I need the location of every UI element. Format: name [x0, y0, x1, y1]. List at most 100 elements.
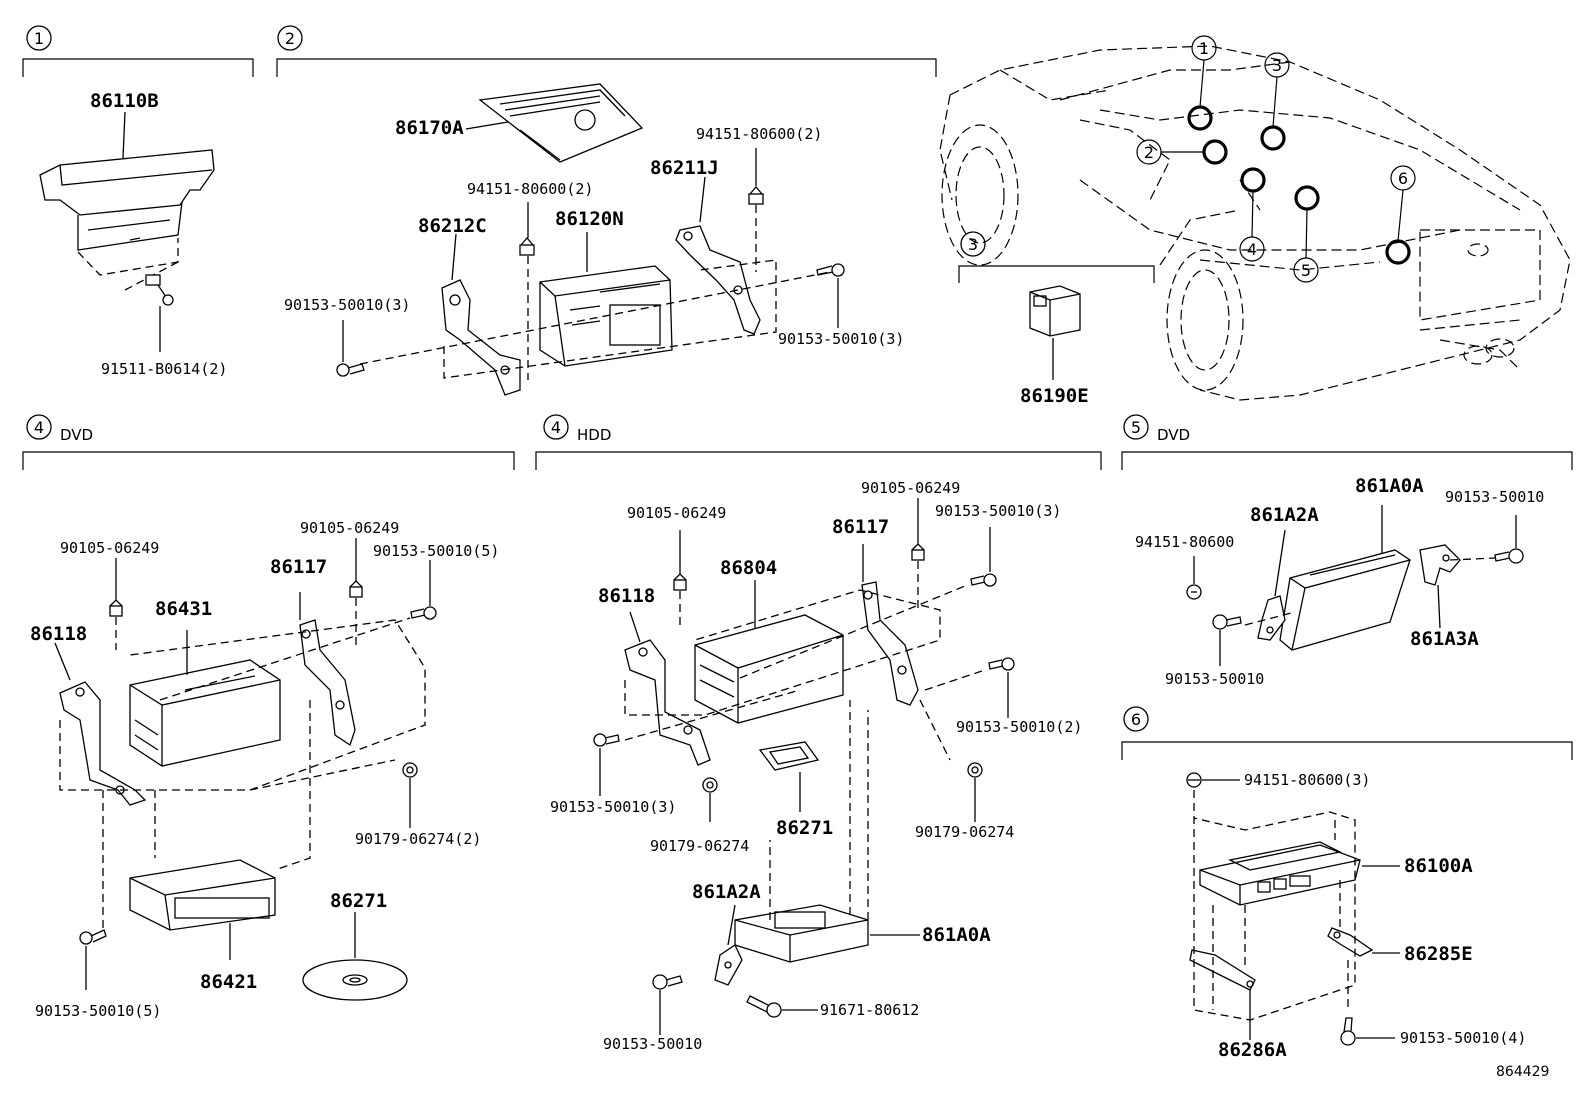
label-90153-50010-2-hdd: 90153-50010(2) [956, 718, 1082, 736]
label-90105-06249-dvd-b: 90105-06249 [300, 519, 399, 537]
bolt-90153-5b-icon [79, 929, 107, 945]
label-90153-50010-s5b: 90153-50010 [1165, 670, 1264, 688]
label-91511-b0614: 91511-B0614(2) [101, 360, 227, 378]
bolt-90153-2a-icon [336, 363, 365, 377]
label-90105-06249-hdd-b: 90105-06249 [861, 479, 960, 497]
location-4-icon [1240, 167, 1266, 193]
leader-86211j [699, 176, 706, 223]
section-4-dvd-parts [54, 538, 437, 1001]
bolt-91671-icon [746, 995, 782, 1018]
tray-86271-hdd-drawing [758, 741, 820, 771]
bracket-861a3a-s5-drawing [1419, 544, 1461, 586]
vehicle-outline-drawing [939, 45, 1571, 401]
label-91671-80612: 91671-80612 [820, 1001, 919, 1019]
phantom-s4dvd [59, 619, 426, 791]
location-6-icon [1385, 239, 1411, 265]
label-90153-50010-3-hdd-a: 90153-50010(3) [935, 502, 1061, 520]
label-86285e: 86285E [1404, 943, 1473, 965]
car-callout-4: 4 [1247, 240, 1257, 259]
bolt-90153-hdd-icon [652, 974, 683, 990]
bezel-86170a-drawing [478, 83, 644, 163]
section-6-header: 6 [1121, 706, 1573, 760]
label-86117-dvd: 86117 [270, 556, 327, 578]
label-90153-50010-5a: 90153-50010(5) [373, 542, 499, 560]
location-1-icon [1187, 105, 1213, 131]
label-861a2a-hdd: 861A2A [692, 881, 761, 903]
bolt-90153-s5b-icon [1494, 548, 1524, 564]
label-86212c: 86212C [418, 215, 487, 237]
leader-86170a [465, 121, 509, 130]
nut-90179-hdd-b-icon [967, 762, 983, 778]
bracket-861a2a-hdd-drawing [714, 944, 743, 986]
nut-90105-dvd-icon [109, 599, 123, 617]
vehicle-location-markers [1187, 105, 1411, 265]
switch-86190e-drawing [1029, 285, 1081, 337]
label-86117-hdd: 86117 [832, 516, 889, 538]
svg-text:6: 6 [1131, 710, 1141, 729]
section-2-header: 2 [276, 25, 937, 77]
section-1-header: 1 [22, 25, 254, 77]
bolt-90153-s6-icon [1340, 1017, 1356, 1046]
label-94151-80600-s6: 94151-80600(3) [1244, 771, 1370, 789]
label-86118-dvd: 86118 [30, 623, 87, 645]
car-callout-3: 3 [1272, 56, 1282, 75]
label-90153-50010-2b: 90153-50010(3) [778, 330, 904, 348]
module-861a0a-hdd-drawing [734, 904, 869, 963]
svg-text:2: 2 [285, 29, 295, 48]
nut-94151-b-icon [748, 186, 764, 205]
bolt-90153-hdd-3a-icon [970, 573, 997, 587]
disc-86271-dvd-drawing [302, 959, 408, 1001]
changer-86431-drawing [129, 659, 281, 767]
section-5-dvd-parts [1186, 505, 1524, 666]
label-861a0a-hdd: 861A0A [922, 924, 991, 946]
bolt-90153-s5a-icon [1212, 614, 1242, 630]
car-callout-2: 2 [1144, 143, 1154, 162]
hdd-unit-86804-drawing [694, 614, 844, 724]
label-86118-hdd: 86118 [598, 585, 655, 607]
label-86286a: 86286A [1218, 1039, 1287, 1061]
bolt-90153-5a-icon [410, 606, 437, 620]
unit-861a0a-s5-drawing [1279, 549, 1411, 651]
section-3-parts [1029, 285, 1081, 380]
svg-text:4: 4 [551, 418, 561, 437]
nut-90105b-dvd-icon [349, 580, 363, 598]
display-unit-86110b-drawing [39, 149, 215, 251]
bracket-86285e-drawing [1327, 927, 1374, 957]
bracket-86211j-drawing [675, 225, 761, 335]
label-90105-06249-hdd-a: 90105-06249 [627, 504, 726, 522]
label-90105-06249-dvd: 90105-06249 [60, 539, 159, 557]
unit-86100a-drawing [1199, 841, 1361, 906]
label-86100a: 86100A [1404, 855, 1473, 877]
label-861a0a-s5: 861A0A [1355, 475, 1424, 497]
bolt-91511-icon [145, 274, 174, 306]
label-86804: 86804 [720, 557, 777, 579]
label-86110b: 86110B [90, 90, 159, 112]
car-callout-5: 5 [1301, 261, 1311, 280]
leader-86110b [122, 111, 126, 159]
label-90153-50010-3-hdd-b: 90153-50010(3) [550, 798, 676, 816]
bracket-86117-dvd-drawing [299, 619, 356, 747]
section-4-dvd-header: 4 DVD [22, 414, 515, 470]
label-94151-80600-b: 94151-80600(2) [467, 180, 593, 198]
vehicle-callouts [1136, 35, 1416, 283]
phantom-s6 [1193, 790, 1356, 1021]
label-90153-50010-s5a: 90153-50010 [1445, 488, 1544, 506]
label-90179-06274-hdd-b: 90179-06274 [915, 823, 1014, 841]
phantom-s4hdd [624, 589, 941, 716]
section-2-parts [336, 83, 845, 396]
label-86271-hdd: 86271 [776, 817, 833, 839]
label-90153-50010-hdd: 90153-50010 [603, 1035, 702, 1053]
nut-94151-s6-icon [1186, 772, 1202, 788]
leader-86212c [451, 233, 457, 281]
phantom-86110b [77, 238, 179, 276]
svg-text:HDD: HDD [577, 426, 611, 444]
section-5-dvd-header: 5 DVD [1121, 414, 1573, 470]
label-861a2a-s5: 861A2A [1250, 504, 1319, 526]
nut-94151-a-icon [519, 237, 535, 256]
location-5-icon [1294, 185, 1320, 211]
bolt-90153-2b-icon [816, 263, 845, 277]
svg-text:DVD: DVD [60, 426, 93, 444]
bolt-90153-hdd-3b-icon [593, 733, 620, 747]
reference-number: 864429 [1496, 1064, 1549, 1080]
label-861a3a-s5: 861A3A [1410, 628, 1479, 650]
